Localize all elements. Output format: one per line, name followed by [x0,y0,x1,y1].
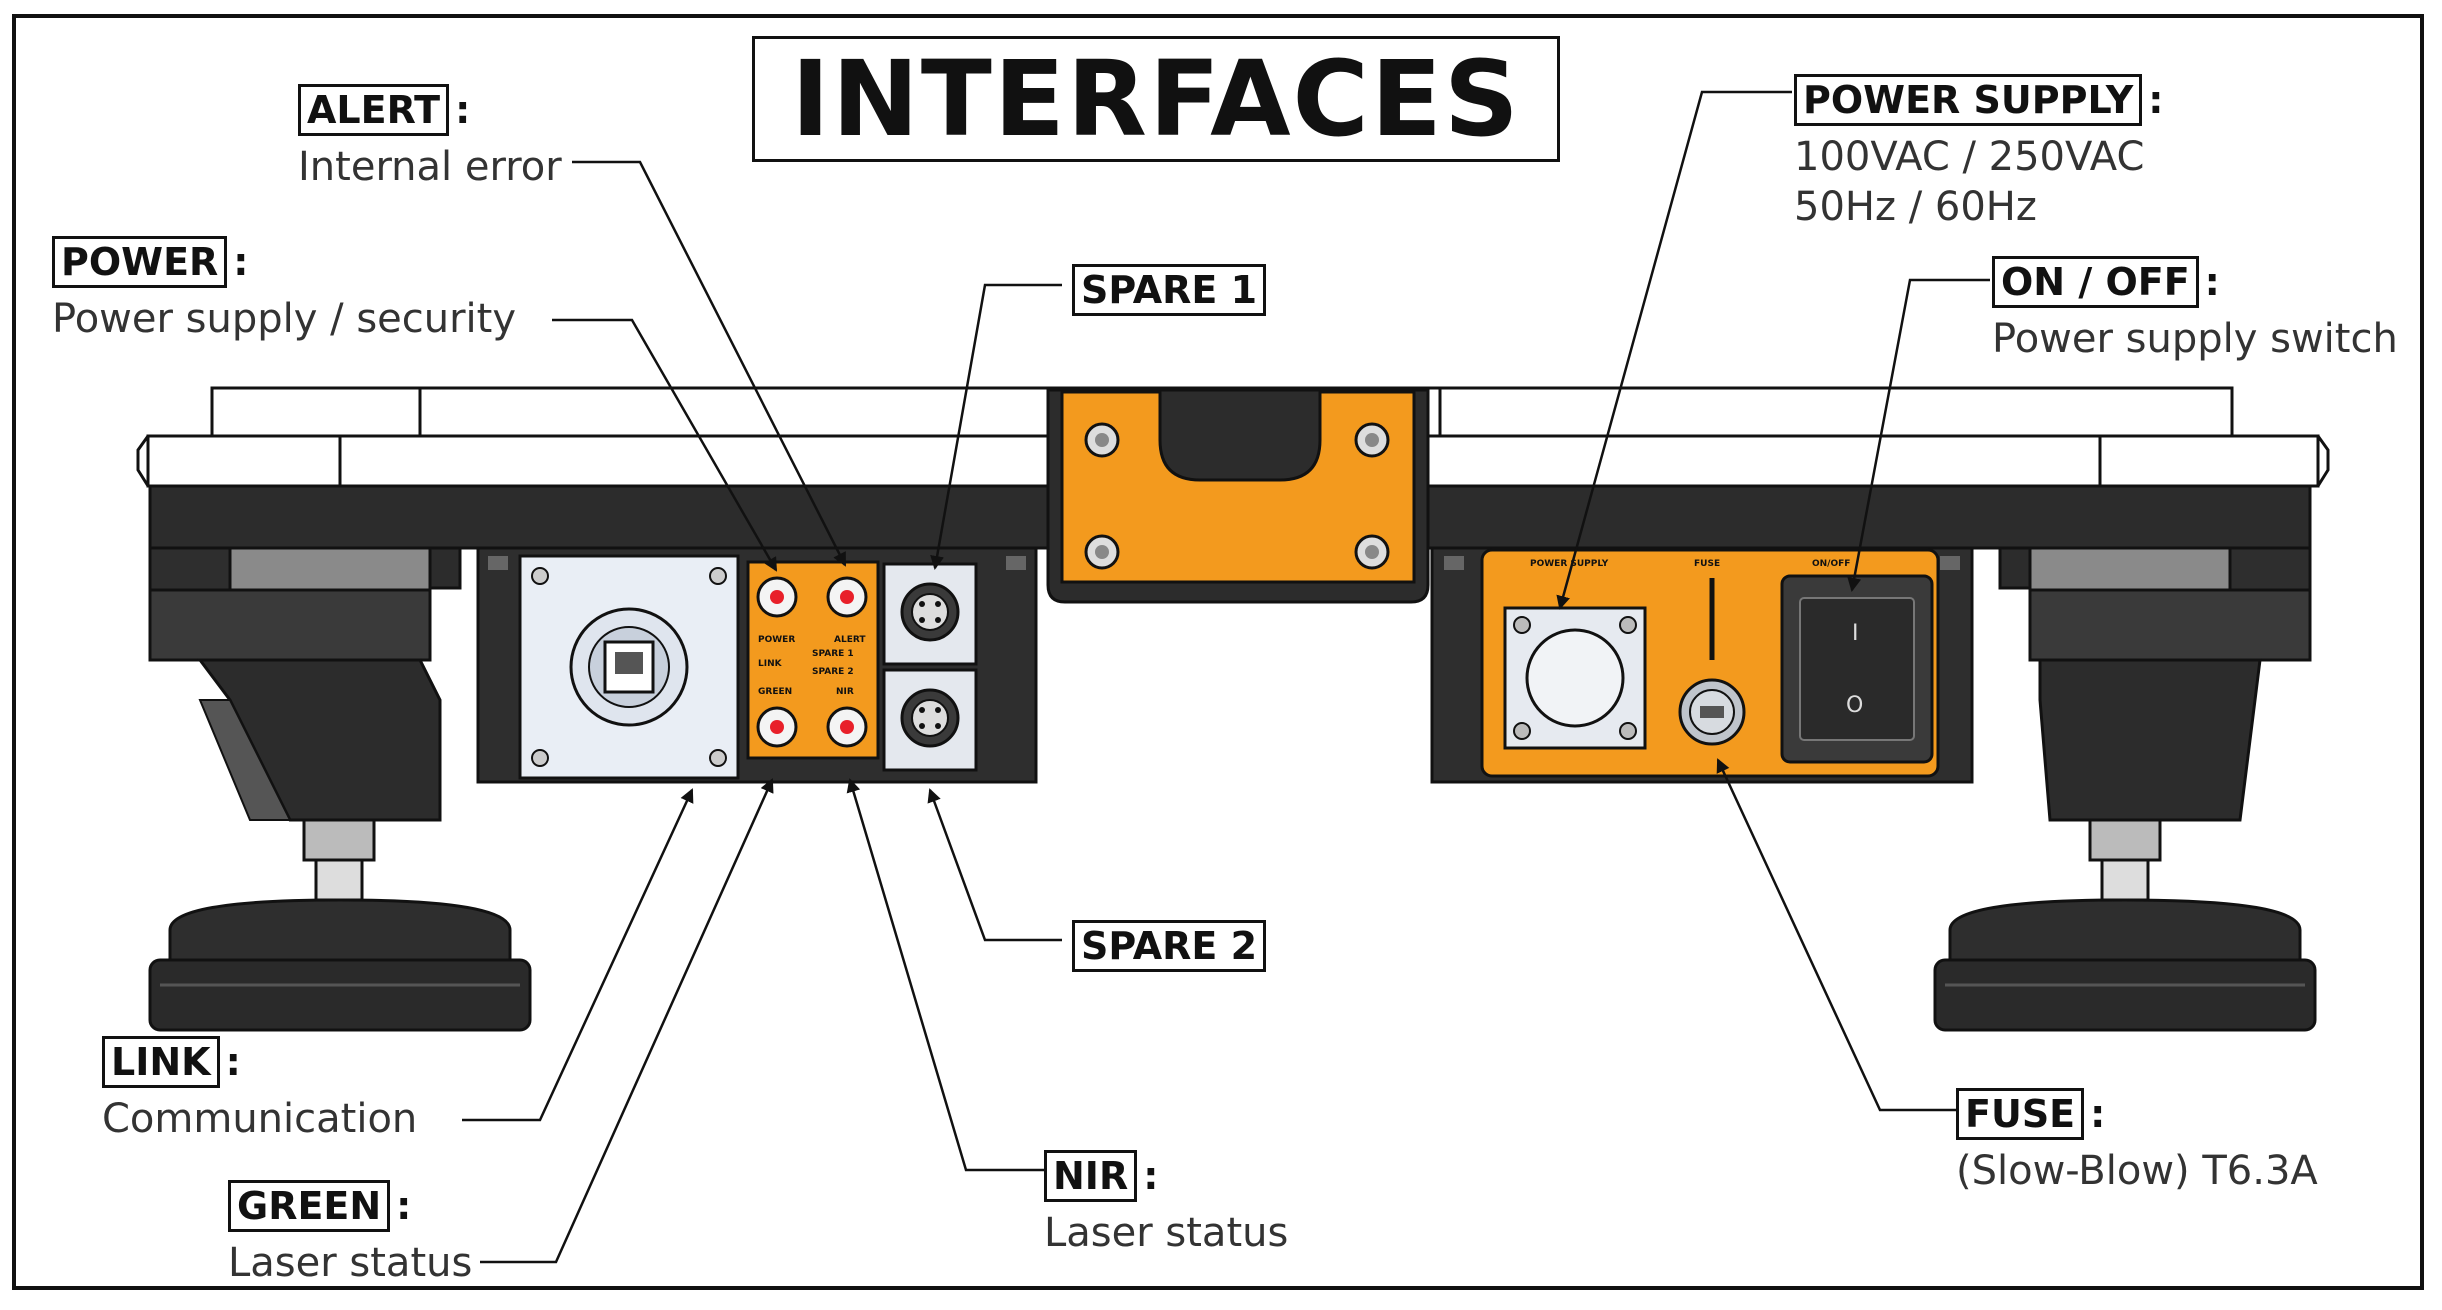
callout-power-supply-tag: POWER SUPPLY [1794,74,2143,126]
colon: : [1143,1154,1159,1198]
callout-nir-tag: NIR [1044,1150,1138,1202]
colon: : [2090,1092,2106,1136]
diagram-title: INTERFACES [791,38,1521,160]
left-foot [148,546,532,1032]
leader-lines [462,90,1990,1264]
colon: : [2148,78,2164,122]
panel-label-on-off: ON/OFF [1812,559,1850,569]
callout-on-off: ON / OFF: Power supply switch [1992,256,2398,364]
panel-label-fuse: FUSE [1694,559,1720,569]
callout-green: GREEN: Laser status [228,1180,472,1288]
leader-green [480,778,774,1264]
callout-fuse-tag: FUSE [1956,1088,2085,1140]
callout-link-desc: Communication [102,1096,418,1142]
panel-label-alert: ALERT [834,635,866,645]
callout-nir-desc: Laser status [1044,1210,1289,1256]
colon: : [233,240,249,284]
callout-green-tag: GREEN [228,1180,391,1232]
leader-spare2 [927,788,1062,942]
callout-spare1: SPARE 1 [1072,264,1267,316]
callout-nir: NIR: Laser status [1044,1150,1288,1258]
callout-power-supply-desc-2: 50Hz / 60Hz [1794,184,2037,230]
callout-spare2: SPARE 2 [1072,920,1267,972]
colon: : [2204,260,2220,304]
callout-fuse: FUSE: (Slow-Blow) T6.3A [1956,1088,2318,1196]
callout-spare2-tag: SPARE 2 [1072,920,1267,972]
panel-label-nir: NIR [836,687,854,697]
leader-link [462,788,694,1122]
callout-link: LINK: Communication [102,1036,417,1144]
callout-power-supply-desc-1: 100VAC / 250VAC [1794,134,2145,180]
colon: : [396,1184,412,1228]
callout-alert-desc: Internal error [298,144,562,190]
callout-spare1-tag: SPARE 1 [1072,264,1267,316]
leader-spare1 [930,283,1062,570]
panel-label-spare1: SPARE 1 [812,649,854,659]
leader-power-supply [1556,90,1792,610]
diagram-frame [12,14,2424,1290]
callout-green-desc: Laser status [228,1240,473,1286]
fuse-holder: FUSE [1678,559,1746,746]
callout-alert: ALERT: Internal error [298,84,562,192]
colon: : [225,1040,241,1084]
panel-label-green: GREEN [758,687,792,697]
callout-alert-tag: ALERT [298,84,450,136]
panel-label-power: POWER [758,635,795,645]
panel-label-power-supply: POWER SUPPLY [1530,559,1609,569]
callout-on-off-tag: ON / OFF [1992,256,2199,308]
callout-power-desc: Power supply / security [52,296,517,342]
switch-on-mark: I [1852,621,1859,646]
title-box: INTERFACES [752,36,1560,162]
callout-power: POWER: Power supply / security [52,236,516,344]
leader-fuse [1716,758,1960,1112]
power-supply-connector: POWER SUPPLY [1503,559,1647,750]
callout-link-tag: LINK [102,1036,220,1088]
switch-off-mark: O [1846,693,1863,718]
callout-power-supply: POWER SUPPLY: 100VAC / 250VAC 50Hz / 60H… [1794,74,2163,232]
link-connector [518,554,740,780]
spare1-connector [882,562,978,666]
right-foot [1933,546,2317,1032]
callout-fuse-desc: (Slow-Blow) T6.3A [1956,1148,2318,1194]
spare2-connector [882,668,978,772]
leader-nir [846,778,1046,1172]
leader-alert [572,160,847,567]
colon: : [455,88,471,132]
callout-on-off-desc: Power supply switch [1992,316,2398,362]
leader-power [552,318,778,572]
leader-on-off [1847,278,1990,592]
center-bracket [1046,388,1430,604]
panel-label-link: LINK [758,659,783,669]
on-off-switch: ON/OFF I O [1780,559,1934,764]
callout-power-tag: POWER [52,236,228,288]
panel-label-spare2: SPARE 2 [812,667,854,677]
led-panel: POWER LINK GREEN ALERT NIR SPARE 1 SPARE… [746,560,880,760]
